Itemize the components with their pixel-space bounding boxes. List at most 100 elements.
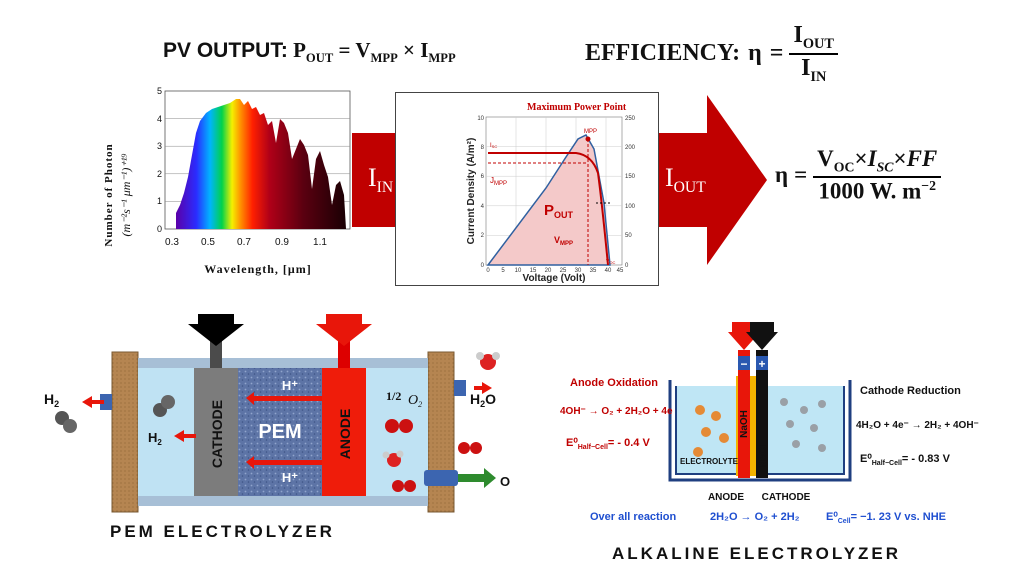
spectrum-ytick: 1 bbox=[157, 196, 162, 206]
pem-caption: PEM ELECTROLYZER bbox=[110, 522, 335, 541]
svg-text:0: 0 bbox=[486, 268, 490, 274]
o2-molecule-icon bbox=[458, 442, 482, 454]
iv-ylabel: Current Density (A/m²) bbox=[466, 138, 477, 245]
cathode-input-arrow bbox=[188, 314, 244, 346]
spectrum-xtick: 0.5 bbox=[201, 237, 215, 248]
spectrum-xtick: 0.3 bbox=[165, 237, 179, 248]
svg-text:0: 0 bbox=[625, 263, 629, 269]
anode-input-arrow bbox=[316, 314, 372, 346]
half-label: 1/2 bbox=[386, 389, 401, 403]
alkaline-electrolyzer: − + NaOH NaCl ELECTROLYTE ANODE CATHODE … bbox=[560, 320, 1020, 530]
h2o-molecule-icon bbox=[476, 352, 500, 370]
pv-efficiency-formula: η = VOC×ISC×FF 1000 W. m−2 bbox=[775, 146, 942, 204]
cathode-electrode bbox=[756, 350, 768, 478]
svg-text:45: 45 bbox=[617, 268, 624, 274]
o2-term-label: O2 bbox=[408, 393, 422, 409]
output-current-arrow: IOUT bbox=[655, 95, 767, 265]
spectrum-ylabel: Number of Photon bbox=[103, 143, 115, 246]
o2-molecule-icon bbox=[392, 480, 416, 492]
pem-label: PEM bbox=[258, 421, 301, 443]
anode-label: ANODE bbox=[337, 409, 353, 460]
cell-potential: E⁰Cell= −1. 23 V vs. NHE bbox=[826, 511, 946, 525]
svg-text:6: 6 bbox=[481, 174, 485, 180]
svg-text:50: 50 bbox=[625, 233, 632, 239]
svg-text:20: 20 bbox=[545, 268, 552, 274]
efficiency-label: EFFICIENCY: bbox=[585, 40, 741, 67]
spectrum-ytick: 4 bbox=[157, 114, 162, 124]
jmpp-label: JMPP bbox=[490, 176, 507, 187]
proton-label: H⁺ bbox=[282, 378, 298, 393]
svg-text:4: 4 bbox=[481, 204, 485, 210]
spectrum-xtick: 0.9 bbox=[275, 237, 289, 248]
h2-molecule-icon bbox=[55, 411, 77, 433]
mpp-title: Maximum Power Point bbox=[527, 102, 627, 113]
pv-output-equation: PV OUTPUT: POUT = VMPP × IMPP bbox=[163, 38, 456, 66]
spectrum-ytick: 2 bbox=[157, 169, 162, 179]
h2-output-label: H2 bbox=[44, 391, 59, 409]
spectrum-ytick: 3 bbox=[157, 141, 162, 151]
efficiency-equation: EFFICIENCY: η = IOUT IIN bbox=[585, 22, 838, 86]
svg-text:250: 250 bbox=[625, 116, 636, 122]
h2o-input-label: H2O bbox=[470, 391, 496, 409]
proton-label: H⁺ bbox=[282, 470, 298, 485]
anode-oxidation-title: Anode Oxidation bbox=[570, 377, 658, 389]
alkaline-caption: ALKALINE ELECTROLYZER bbox=[612, 544, 902, 563]
pout-label: POUT bbox=[544, 202, 574, 220]
cathode-input-arrow bbox=[746, 322, 778, 350]
h2-out-arrow bbox=[82, 396, 104, 408]
svg-text:100: 100 bbox=[625, 204, 636, 210]
pem-electrolyzer: CATHODE ANODE PEM H⁺ H⁺ H2 H2 H2O O2 1/2… bbox=[40, 310, 515, 530]
h2-inner-label: H2 bbox=[148, 430, 162, 447]
mpp-point bbox=[585, 136, 591, 142]
spectrum-ytick: 5 bbox=[157, 86, 162, 96]
power-curve bbox=[486, 134, 611, 266]
plus-terminal-label: + bbox=[758, 357, 765, 371]
spectrum-area bbox=[176, 99, 346, 229]
svg-text:0: 0 bbox=[481, 263, 485, 269]
o2-molecule-icon bbox=[385, 419, 413, 433]
svg-text:40: 40 bbox=[605, 268, 612, 274]
electrolyte-label: ELECTROLYTE bbox=[680, 457, 739, 466]
svg-text:30: 30 bbox=[575, 268, 582, 274]
pv-output-label: PV OUTPUT: bbox=[163, 39, 288, 62]
svg-text:200: 200 bbox=[625, 145, 636, 151]
iv-xlabel: Voltage (Volt) bbox=[523, 273, 586, 284]
anode-label: ANODE bbox=[708, 492, 744, 503]
spectrum-xtick: 0.7 bbox=[237, 237, 251, 248]
spectrum-ytick: 0 bbox=[157, 224, 162, 234]
jv-curve bbox=[488, 152, 609, 266]
o2-output-label: O2 bbox=[500, 474, 510, 491]
anode-electrode bbox=[738, 350, 750, 478]
pout-symbol: POUT bbox=[293, 38, 334, 66]
output-current-label: IOUT bbox=[665, 163, 706, 197]
isc-label: ISC bbox=[490, 143, 497, 149]
svg-text:5: 5 bbox=[501, 268, 505, 274]
h2o-molecule-icon bbox=[382, 450, 404, 467]
cathode-reduction-title: Cathode Reduction bbox=[860, 385, 961, 397]
svg-text:10: 10 bbox=[515, 268, 522, 274]
naoh-label: NaOH bbox=[739, 410, 750, 438]
input-current-label: IIN bbox=[368, 163, 394, 197]
spectrum-xlabel: Wavelength, [μm] bbox=[204, 262, 311, 276]
minus-terminal-label: − bbox=[740, 357, 747, 371]
svg-text:10: 10 bbox=[477, 116, 484, 122]
h2-molecule-icon bbox=[153, 395, 175, 417]
spectrum-ylabel-units: (m⁻²s⁻¹ μm⁻¹)⁺¹⁹ bbox=[119, 154, 133, 237]
vmpp-symbol: VMPP bbox=[355, 38, 398, 66]
svg-text:8: 8 bbox=[481, 145, 485, 151]
vmpp-label: VMPP bbox=[554, 235, 573, 247]
svg-text:2: 2 bbox=[481, 233, 485, 239]
voc-label: VOC bbox=[606, 259, 615, 265]
impp-symbol: IMPP bbox=[420, 38, 456, 66]
overall-reaction-label: Over all reaction bbox=[590, 511, 676, 523]
solar-spectrum-chart: 0 1 2 3 4 5 0.3 0.5 0.7 0.9 1.1 Waveleng… bbox=[100, 85, 360, 295]
efficiency-fraction: IOUT IIN bbox=[789, 22, 838, 86]
cathode-label: CATHODE bbox=[762, 492, 811, 503]
svg-text:15: 15 bbox=[530, 268, 537, 274]
cathode-potential: E⁰Half−Cell= - 0.83 V bbox=[860, 453, 951, 467]
cathode-label: CATHODE bbox=[209, 400, 225, 468]
o2-out-arrow bbox=[458, 468, 496, 488]
nacl-label: NaCl bbox=[758, 444, 769, 467]
overall-reaction-equation: 2H₂O → O₂ + 2H₂ bbox=[710, 511, 800, 523]
spectrum-xtick: 1.1 bbox=[313, 237, 327, 248]
